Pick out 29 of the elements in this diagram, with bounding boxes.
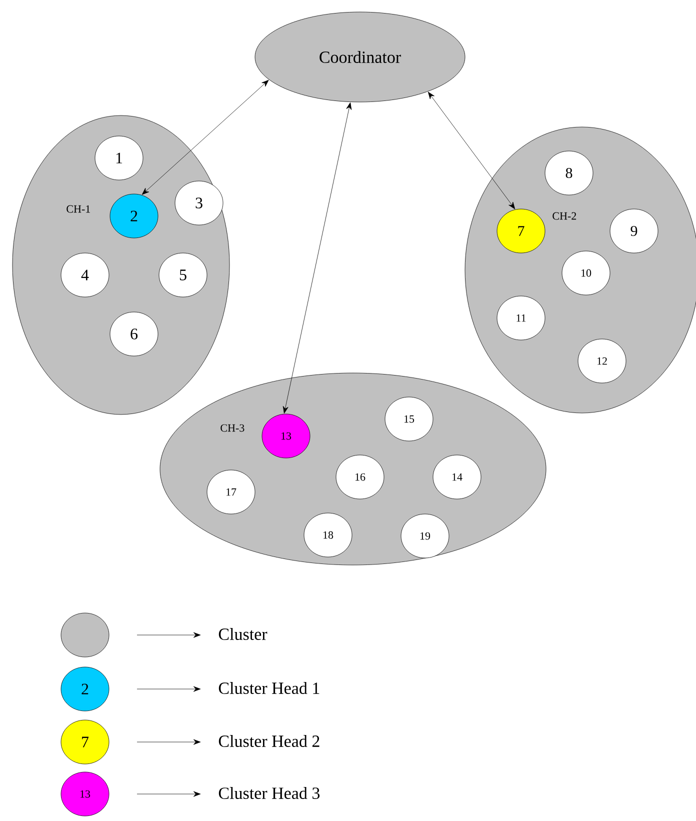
- sensor-node: 16: [336, 454, 384, 500]
- legend-text: Cluster: [218, 628, 268, 640]
- sensor-node: 6: [110, 312, 158, 356]
- sensor-node: 19: [400, 514, 450, 558]
- legend-text: Cluster Head 1: [218, 682, 320, 694]
- sensor-node: 15: [384, 396, 434, 442]
- cluster-head-node: 13: [262, 414, 310, 458]
- sensor-node: 3: [174, 180, 224, 226]
- arrow: [428, 92, 516, 210]
- head-label: CH-3: [220, 424, 244, 432]
- sensor-node: 8: [544, 150, 594, 196]
- sensor-node: 12: [578, 338, 626, 384]
- sensor-node: 9: [610, 208, 658, 254]
- sensor-node: 18: [304, 512, 352, 558]
- arrow: [282, 102, 352, 414]
- sensor-node: 10: [562, 250, 610, 296]
- sensor-node: 14: [432, 454, 482, 500]
- sensor-node: 4: [60, 252, 110, 298]
- cluster-head-node: 7: [496, 208, 546, 254]
- sensor-node: 5: [158, 252, 208, 298]
- legend-text: Cluster Head 2: [218, 735, 320, 747]
- legend-text: Cluster Head 3: [218, 787, 320, 799]
- arrow: [142, 80, 269, 195]
- sensor-node: 17: [206, 470, 256, 514]
- cluster-head-node: 2: [110, 194, 158, 238]
- sensor-node: 1: [94, 136, 144, 180]
- head-label: CH-1: [66, 205, 90, 213]
- sensor-node: 11: [496, 296, 546, 340]
- head-label: CH-2: [552, 212, 576, 220]
